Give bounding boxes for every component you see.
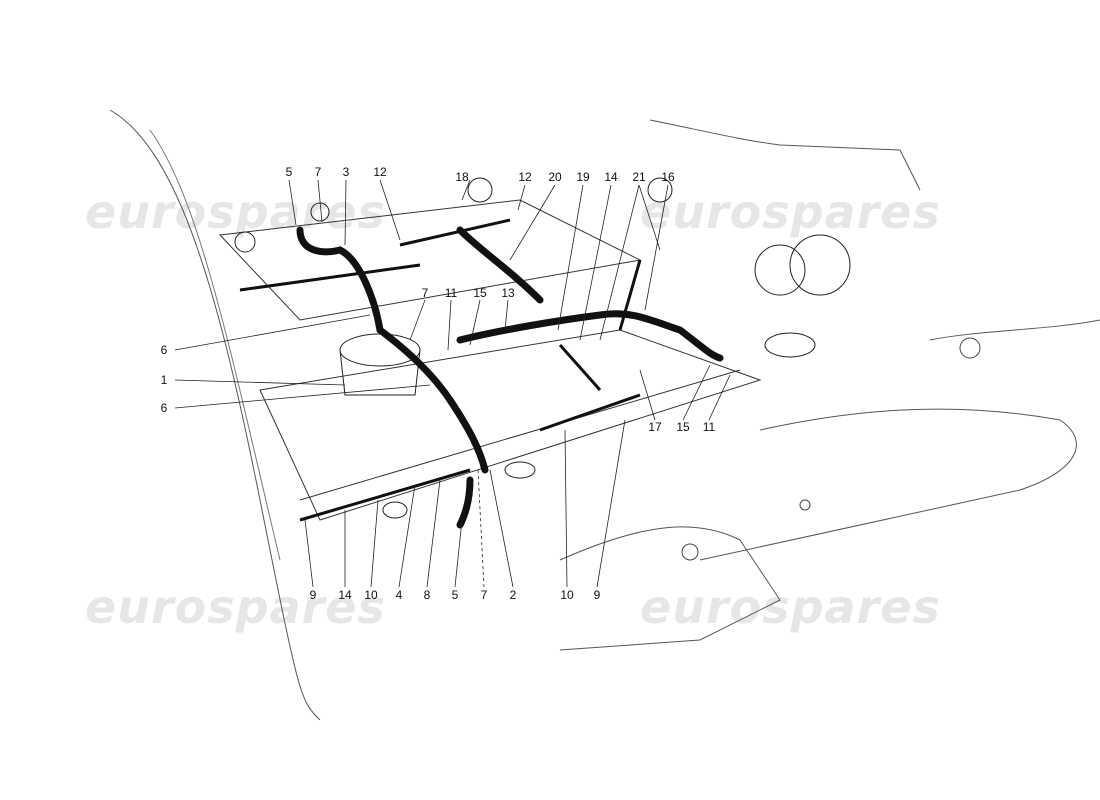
callout-label: 14 bbox=[338, 588, 352, 602]
callout-label: 2 bbox=[509, 588, 517, 602]
callout-label: 1 bbox=[160, 373, 168, 387]
callout-label: 5 bbox=[285, 165, 293, 179]
callout-label: 7 bbox=[314, 165, 322, 179]
callout-label: 13 bbox=[501, 286, 515, 300]
callout-label: 9 bbox=[309, 588, 317, 602]
callout-label: 4 bbox=[395, 588, 403, 602]
callout-label: 16 bbox=[661, 170, 675, 184]
callout-label: 12 bbox=[373, 165, 387, 179]
watermark: eurospares bbox=[640, 185, 941, 239]
callout-label: 15 bbox=[676, 420, 690, 434]
callout-label: 10 bbox=[560, 588, 574, 602]
callout-label: 8 bbox=[423, 588, 431, 602]
callout-label: 3 bbox=[342, 165, 350, 179]
callout-label: 21 bbox=[632, 170, 646, 184]
callout-label: 10 bbox=[364, 588, 378, 602]
callout-label: 7 bbox=[480, 588, 488, 602]
callout-label: 15 bbox=[473, 286, 487, 300]
callout-label: 11 bbox=[444, 286, 458, 300]
watermark: eurospares bbox=[85, 185, 386, 239]
callout-label: 11 bbox=[702, 420, 716, 434]
callout-label: 6 bbox=[160, 343, 168, 357]
callout-label: 9 bbox=[593, 588, 601, 602]
callout-label: 5 bbox=[451, 588, 459, 602]
callout-label: 7 bbox=[421, 286, 429, 300]
callout-label: 19 bbox=[576, 170, 590, 184]
callout-label: 6 bbox=[160, 401, 168, 415]
watermark: eurospares bbox=[640, 580, 941, 634]
callout-label: 17 bbox=[648, 420, 662, 434]
watermark: eurospares bbox=[85, 580, 386, 634]
callout-label: 18 bbox=[455, 170, 469, 184]
callout-label: 12 bbox=[518, 170, 532, 184]
callout-label: 20 bbox=[548, 170, 562, 184]
callout-label: 14 bbox=[604, 170, 618, 184]
